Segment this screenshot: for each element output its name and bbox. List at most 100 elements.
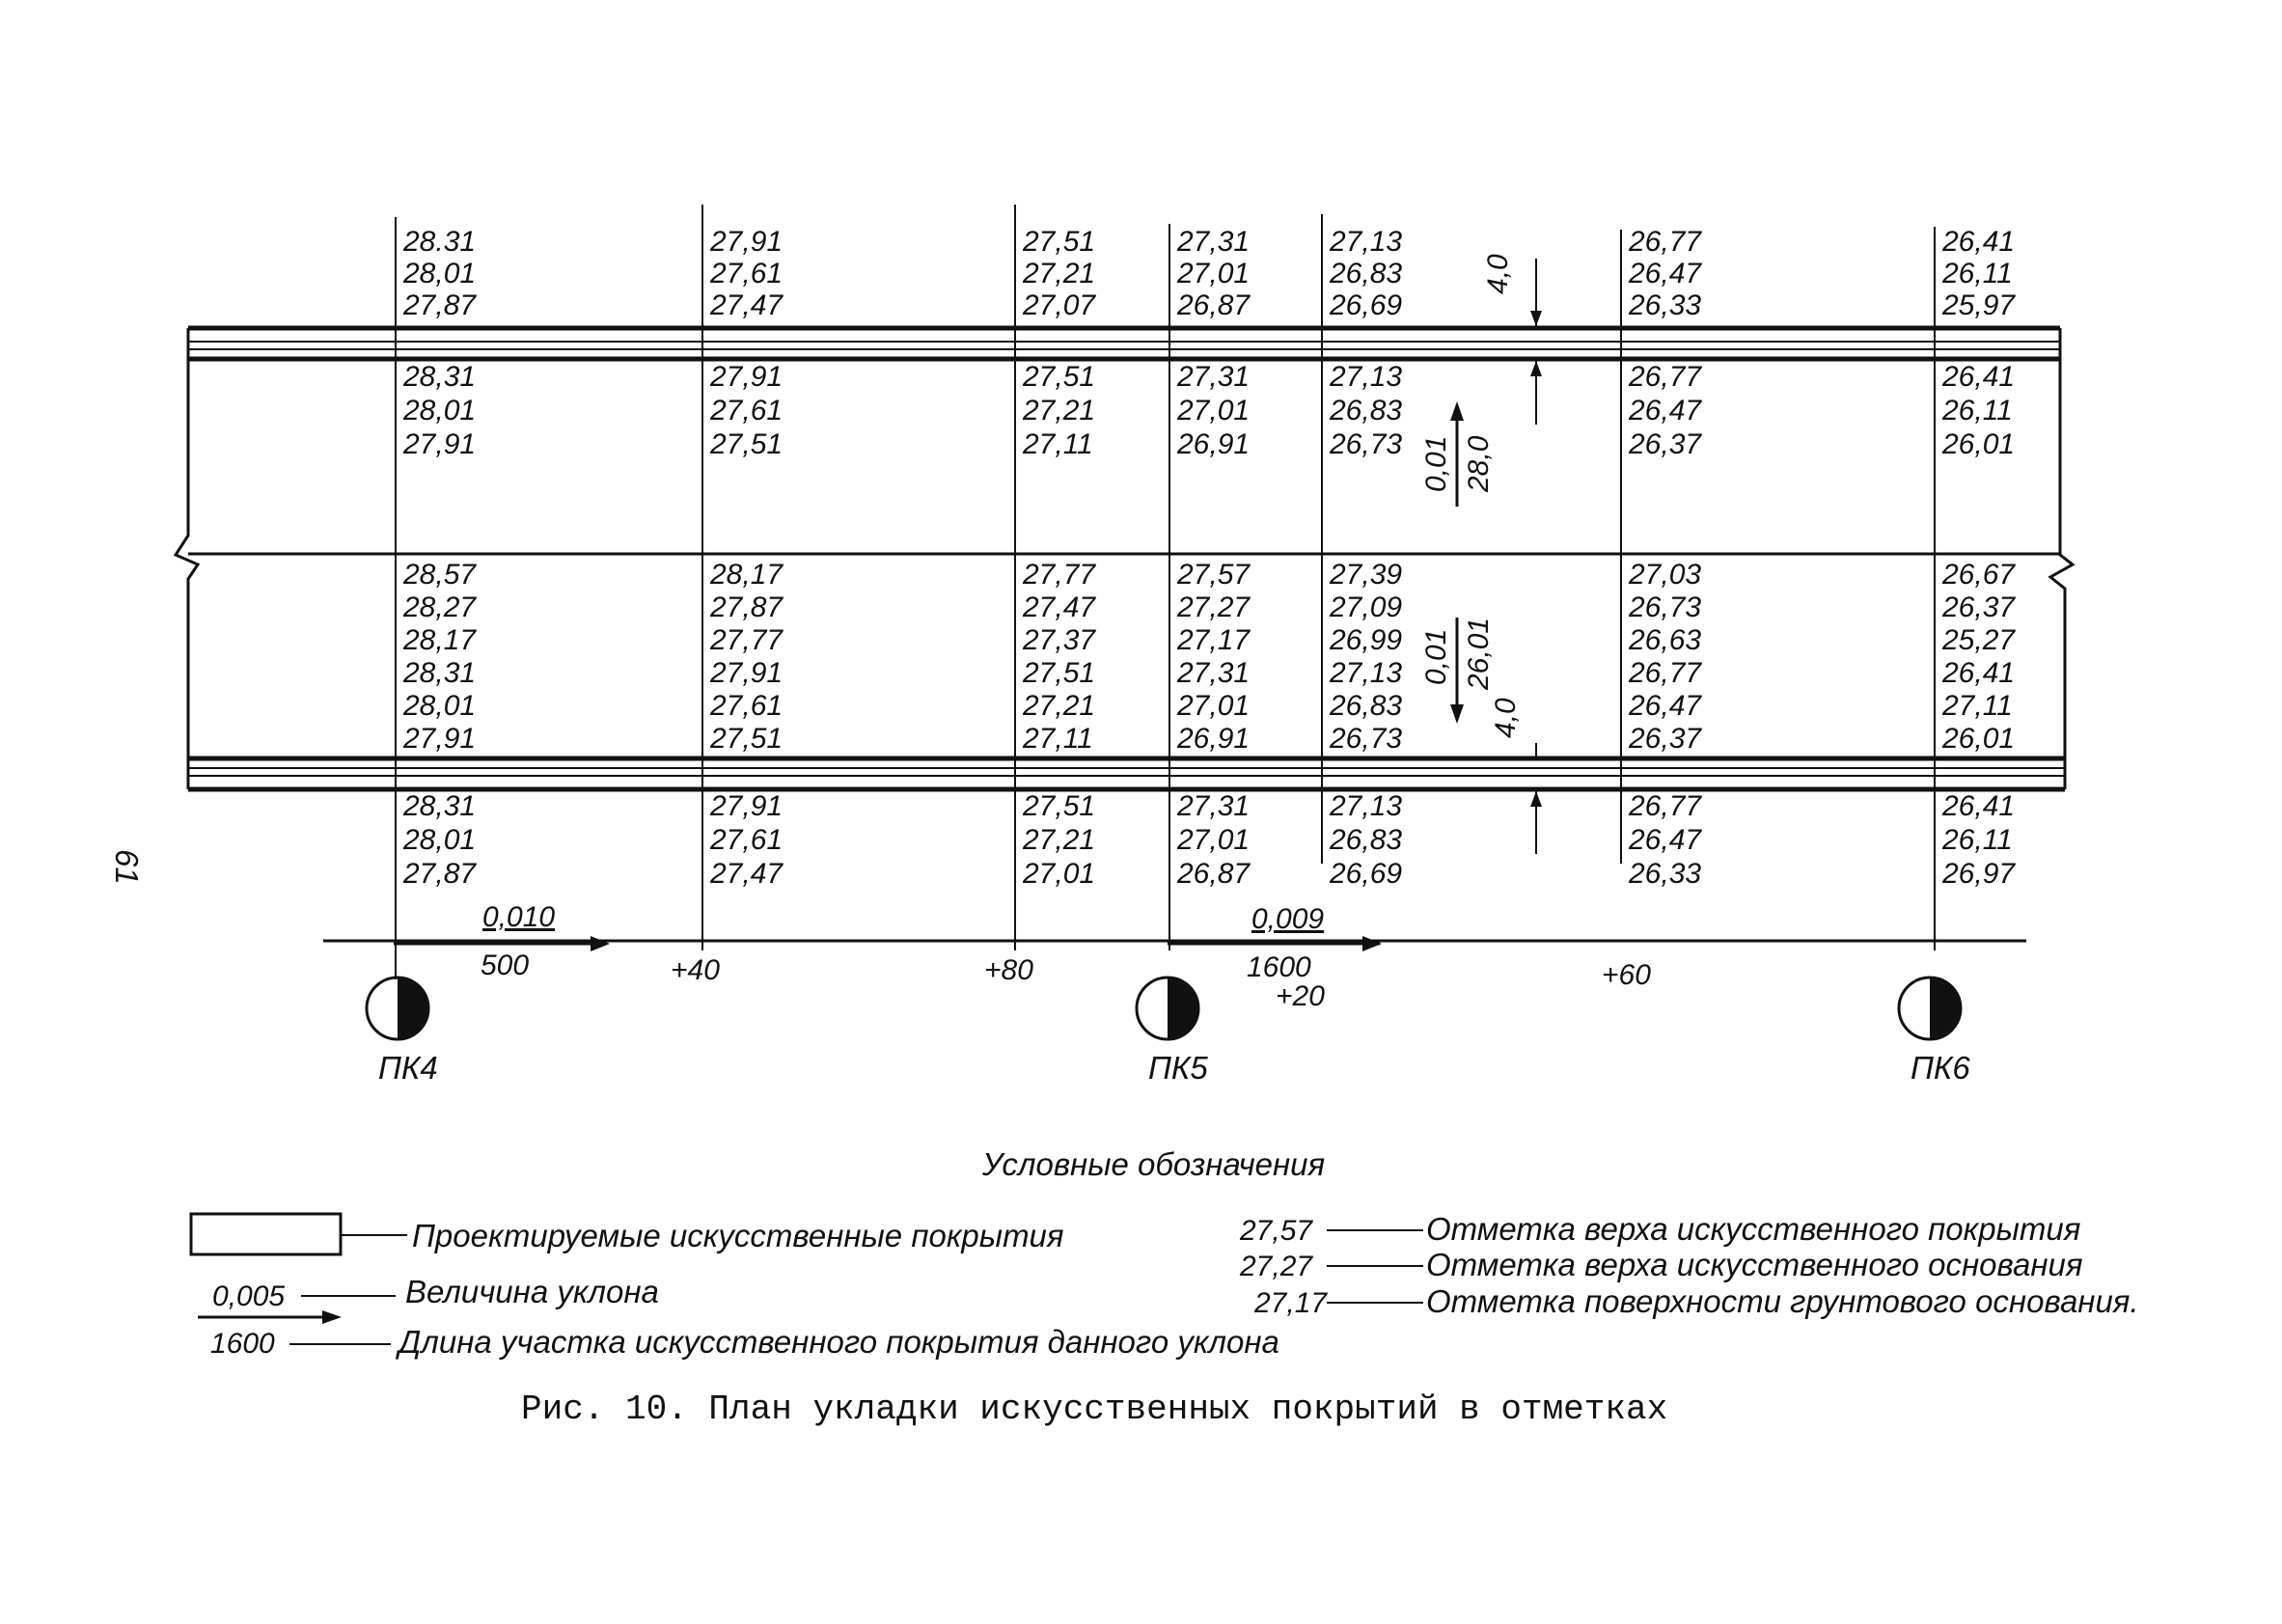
elevation-p60-top-0: 26,77 [1628,226,1702,258]
elevation-p80-band2-4: 27,21 [1022,690,1095,722]
elevation-p40-band1-2: 27,51 [709,428,783,460]
legend-title: Условные обозначения [981,1146,1325,1182]
elevation-pk4-bottom-1: 28,01 [402,824,476,856]
elevation-p80-top-2: 27,07 [1022,289,1096,321]
elevation-p20-top-0: 27,13 [1329,226,1402,258]
elevation-p60-band1-1: 26,47 [1628,395,1702,427]
station-plus60: +60 [1602,959,1651,991]
cross-slope-band2: 0,01 26,01 [1420,618,1495,724]
elevation-pk4-bottom-2: 27,87 [402,858,477,890]
elevation-p60-bottom-2: 26,33 [1628,858,1701,890]
legend: Условные обозначения Проектируемые искус… [189,1146,2139,1360]
elevation-pk5-band1-1: 27,01 [1176,395,1250,427]
elevation-p20-band2-5: 26,73 [1329,723,1402,755]
elevation-pk4-top-2: 27,87 [402,289,477,321]
profile-seg2-length: 1600 [1247,951,1311,983]
elevation-pk4-band2-5: 27,91 [402,723,476,755]
elevation-p20-band2-3: 27,13 [1329,657,1402,689]
dimension-top-label: 4,0 [1482,254,1514,294]
elevation-p20-band1-0: 27,13 [1329,361,1402,393]
dimension-bottom: 4,0 [1490,698,1542,854]
elevation-p80-bottom-1: 27,21 [1022,824,1095,856]
legend-slope-value: 0,005 [212,1280,285,1312]
elevation-pk6-bottom-2: 26,97 [1941,858,2016,890]
elevation-p40-band2-3: 27,91 [709,657,783,689]
elevation-pk4-top-0: 28.31 [402,226,476,258]
elevation-p60-band2-4: 26,47 [1628,690,1702,722]
elevation-p80-band1-0: 27,51 [1022,361,1095,393]
elevation-pk4-band2-1: 28,27 [402,592,477,623]
elevation-pk6-band2-2: 25,27 [1941,624,2016,656]
elevation-pk6-top-1: 26,11 [1941,258,2013,289]
elevation-pk6-band2-4: 27,11 [1941,690,2013,722]
cross-slope-band1-width: 28,0 [1463,435,1495,493]
elevation-p60-band2-5: 26,37 [1628,723,1702,755]
elevation-p80-band2-5: 27,11 [1022,723,1093,755]
picket-pk6-label: ПК6 [1911,1050,1970,1086]
picket-pk6: ПК6 [1897,976,1970,1086]
elevation-pk5-band1-2: 26,91 [1176,428,1250,460]
elevation-pk5-band2-0: 27,57 [1176,559,1251,591]
profile-seg1-slope: 0,010 [482,901,555,933]
elevation-p20-band2-2: 26,99 [1329,624,1402,656]
elevation-pk4-band2-4: 28,01 [402,690,476,722]
elevation-pk6-band1-0: 26,41 [1941,361,2015,393]
cross-slope-band2-value: 0,01 [1420,629,1452,685]
elevation-p40-bottom-0: 27,91 [709,790,783,822]
elevation-p40-band2-4: 27,61 [709,690,783,722]
elevation-p80-band1-2: 27,11 [1022,428,1093,460]
profile-seg2-slope: 0,009 [1251,903,1324,935]
elevation-pk4-band2-3: 28,31 [402,657,476,689]
elevation-p40-top-2: 27,47 [709,289,784,321]
elevation-pk4-band2-0: 28,57 [402,559,477,591]
legend-surface-swatch [189,1212,343,1256]
station-plus80: +80 [984,954,1033,986]
elevations: 28.3128,0127,8728,3128,0127,9128,5728,27… [402,226,2016,890]
column-lines [395,205,1936,979]
elevation-p40-band2-1: 27,87 [709,592,784,623]
elevation-p60-band1-0: 26,77 [1628,361,1702,393]
elevation-p20-band1-2: 26,73 [1329,428,1402,460]
cross-slope-band2-width: 26,01 [1463,618,1495,691]
elevation-pk6-band2-0: 26,67 [1941,559,2016,591]
station-plus20: +20 [1276,980,1325,1012]
elevation-p20-band2-0: 27,39 [1329,559,1402,591]
elevation-pk4-band2-2: 28,17 [402,624,477,656]
elevation-p20-band2-4: 26,83 [1329,690,1402,722]
elevation-pk5-band1-0: 27,31 [1176,361,1250,393]
elevation-pk5-band2-5: 26,91 [1176,723,1250,755]
elevation-pk4-bottom-0: 28,31 [402,790,476,822]
legend-mark1-value: 27,57 [1239,1215,1313,1247]
dimension-top: 4,0 [1482,254,1542,425]
elevation-pk5-band2-3: 27,31 [1176,657,1250,689]
picket-pk5-label: ПК5 [1148,1050,1208,1086]
elevation-pk4-top-1: 28,01 [402,258,476,289]
legend-mark3-value: 27,17 [1253,1287,1328,1319]
legend-length-text: Длина участка искусственного покрытия да… [395,1324,1279,1360]
elevation-p40-band2-0: 28,17 [709,559,784,591]
elevation-pk6-band2-3: 26,41 [1941,657,2015,689]
page-number: 61 [109,849,145,885]
elevation-pk5-band2-4: 27,01 [1176,690,1250,722]
elevation-p40-top-1: 27,61 [709,258,783,289]
legend-mark1-text: Отметка верха искусственного покрытия [1426,1211,2080,1247]
legend-mark2-text: Отметка верха искусственного основания [1426,1247,2082,1282]
elevation-pk6-band2-5: 26,01 [1941,723,2015,755]
elevation-pk4-band1-0: 28,31 [402,361,476,393]
elevation-p60-band2-0: 27,03 [1628,559,1701,591]
elevation-p20-bottom-2: 26,69 [1329,858,1402,890]
legend-length-value: 1600 [210,1328,275,1360]
elevation-pk6-bottom-1: 26,11 [1941,824,2013,856]
elevation-p40-band2-5: 27,51 [709,723,783,755]
elevation-pk6-band1-1: 26,11 [1941,395,2013,427]
elevation-pk5-top-2: 26,87 [1176,289,1251,321]
elevation-p40-top-0: 27,91 [709,226,783,258]
elevation-p40-band1-0: 27,91 [709,361,783,393]
elevation-p60-band2-3: 26,77 [1628,657,1702,689]
elevation-p60-top-2: 26,33 [1628,289,1701,321]
pavement-strip [173,325,2076,792]
elevation-p60-band2-1: 26,73 [1628,592,1701,623]
elevation-p40-band1-1: 27,61 [709,395,783,427]
picket-pk5: ПК5 [1135,976,1208,1086]
